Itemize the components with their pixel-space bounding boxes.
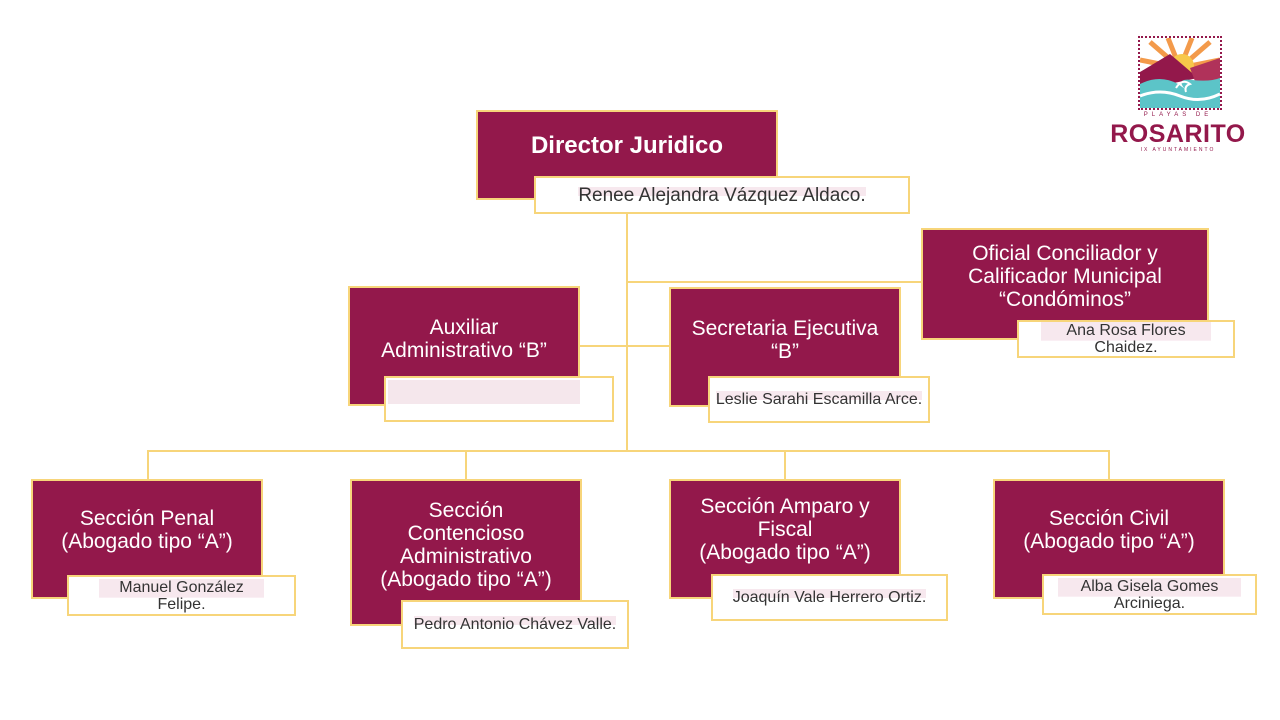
secretaria-name: Leslie Sarahi Escamilla Arce. [708, 376, 930, 423]
oficial-name: Ana Rosa Flores Chaidez. [1017, 320, 1235, 358]
oficial-title: Oficial Conciliador y Calificador Munici… [968, 242, 1162, 311]
secretaria-title: Secretaria Ejecutiva “B” [691, 317, 879, 363]
connector-drop-civil [1108, 450, 1110, 481]
connector-drop-penal [147, 450, 149, 481]
director-name: Renee Alejandra Vázquez Aldaco. [534, 176, 910, 214]
section-contencioso-name: Pedro Antonio Chávez Valle. [401, 600, 629, 649]
auxiliar-name [384, 376, 614, 422]
connector-main-vertical [626, 214, 628, 451]
section-amparo-name: Joaquín Vale Herrero Ortiz. [711, 574, 948, 621]
section-civil-name: Alba Gisela Gomes Arciniega. [1042, 574, 1257, 615]
connector-auxiliar-secretaria [579, 345, 671, 347]
director-title: Director Juridico [530, 132, 724, 159]
section-penal-title: Sección Penal (Abogado tipo “A”) [61, 507, 233, 553]
section-penal-name: Manuel González Felipe. [67, 575, 296, 616]
section-amparo-title: Sección Amparo y Fiscal (Abogado tipo “A… [699, 495, 871, 564]
logo-line-bottom: IX AYUNTAMIENTO [1140, 147, 1216, 153]
connector-sections-horizontal [147, 450, 1110, 452]
section-contencioso-title: Sección Contencioso Administrativo (Abog… [380, 499, 552, 591]
logo-line-top: PLAYAS DE [1143, 112, 1213, 118]
connector-drop-contencioso [465, 450, 467, 481]
connector-oficial-horizontal [626, 281, 922, 283]
sun-waves-icon [1138, 36, 1222, 110]
auxiliar-title: Auxiliar Administrativo “B” [381, 316, 547, 362]
rosarito-logo: PLAYAS DE ROSARITO IX AYUNTAMIENTO [1108, 34, 1248, 160]
logo-brand: ROSARITO [1110, 120, 1246, 148]
connector-drop-amparo [784, 450, 786, 481]
section-civil-title: Sección Civil (Abogado tipo “A”) [1023, 507, 1195, 553]
